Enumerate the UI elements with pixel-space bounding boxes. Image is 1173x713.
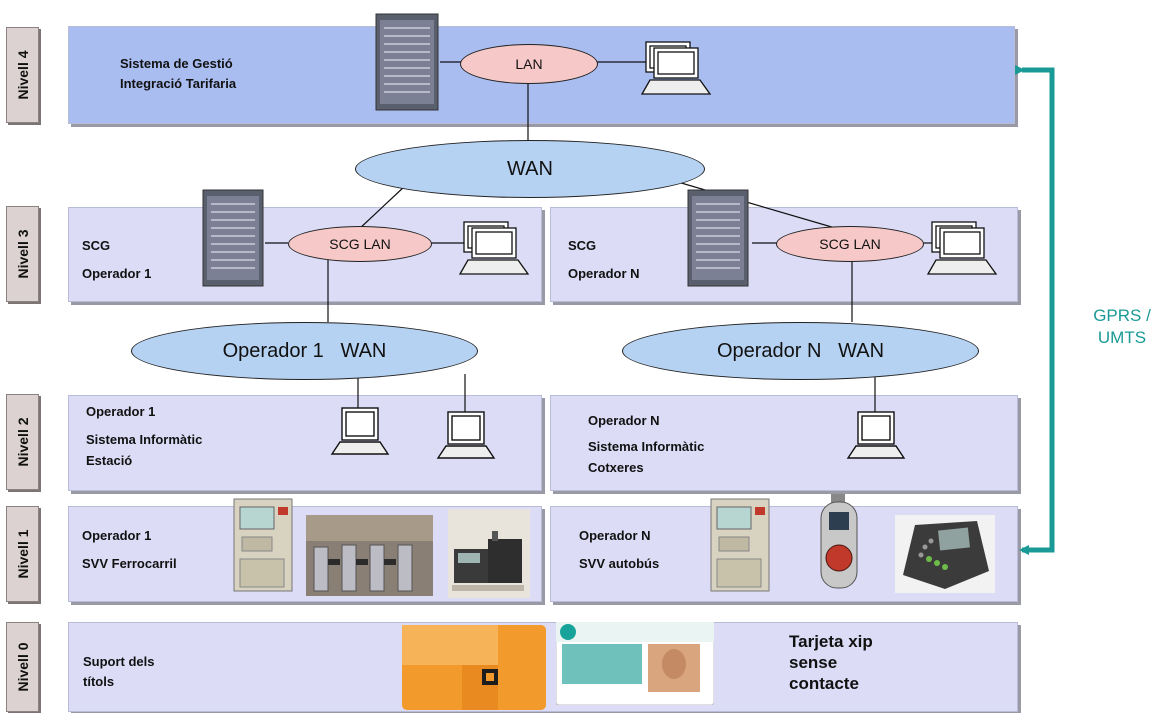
card-validator-icon xyxy=(820,494,858,589)
turnstiles-photo xyxy=(306,515,433,596)
level-tab-4: Nivell 4 xyxy=(6,27,39,123)
gprs-umts-label: GPRS /UMTS xyxy=(1093,306,1151,347)
ticket-machine-icon xyxy=(233,498,293,592)
lan-ellipse: LAN xyxy=(460,44,598,84)
link-wan-scglan-left xyxy=(357,185,406,231)
ticket-printer-photo xyxy=(448,509,530,598)
laptop-icon xyxy=(846,411,906,459)
operatorN-wan-ellipse: Operador N WAN xyxy=(622,322,979,380)
workstations-icon xyxy=(926,221,998,275)
wan-central-ellipse: WAN xyxy=(355,140,705,198)
level2-left-title: Operador 1 Sistema Informàtic Estació xyxy=(86,404,203,468)
smart-card-orange xyxy=(402,625,546,710)
operator1-wan-ellipse: Operador 1 WAN xyxy=(131,322,478,380)
level-tab-3: Nivell 3 xyxy=(6,206,39,302)
level0-card-description: Tarjeta xip sense contacte xyxy=(789,632,873,693)
server-tower-icon xyxy=(687,189,749,287)
workstations-icon xyxy=(640,41,712,95)
level-tab-1: Nivell 1 xyxy=(6,506,39,602)
server-tower-icon xyxy=(375,13,439,111)
gprs-umts-arrow xyxy=(1015,65,1055,555)
smart-card-photo-id xyxy=(556,622,714,705)
scg-lan-right-ellipse: SCG LAN xyxy=(776,226,924,262)
scg-lan-left-ellipse: SCG LAN xyxy=(288,226,432,262)
workstations-icon xyxy=(458,221,530,275)
ticket-machine-icon xyxy=(710,498,770,592)
pos-terminal-icon xyxy=(895,515,995,593)
server-tower-icon xyxy=(202,189,264,287)
laptop-icon xyxy=(436,411,496,459)
level-tab-2: Nivell 2 xyxy=(6,394,39,490)
level2-band-right xyxy=(550,395,1018,491)
level-tab-0: Nivell 0 xyxy=(6,622,39,712)
level2-right-title: Operador N Sistema Informàtic Cotxeres xyxy=(588,413,705,475)
laptop-icon xyxy=(330,407,390,455)
